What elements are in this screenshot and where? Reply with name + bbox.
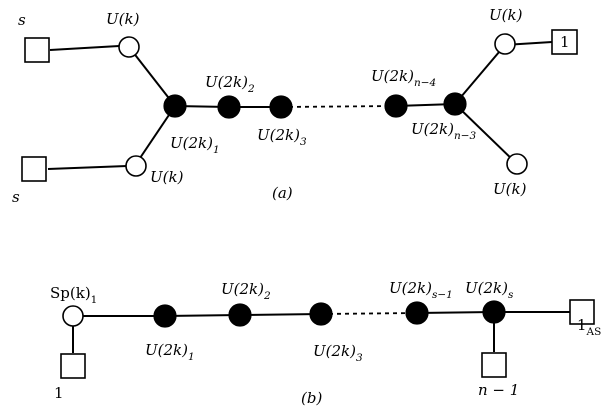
edge-dashed-a	[280, 105, 397, 108]
gauge-node-uk-top-right	[494, 33, 516, 55]
gauge-node-u2k-n3	[443, 92, 467, 116]
flavor-node-n-1	[481, 352, 507, 378]
flavor-node-1-left	[60, 353, 86, 379]
gauge-node-u2k-2	[217, 95, 241, 119]
label-flavor-s-top: s	[18, 11, 26, 29]
edge-dashed-b	[320, 312, 418, 315]
gauge-node-u2k-n4	[384, 94, 408, 118]
flavor-node-s-top	[24, 37, 50, 63]
gauge-node-uk-bottom-left	[125, 155, 147, 177]
gauge-node-b-u2k-s1	[405, 301, 429, 325]
caption-a: (a)	[272, 184, 293, 202]
label-flavor-1-right: 1	[560, 33, 570, 51]
flavor-node-s-bottom	[21, 156, 47, 182]
gauge-node-b-u2k-s	[482, 300, 506, 324]
label-uk-bottom-right: U(k)	[493, 180, 527, 198]
edge-b-s1-s	[416, 311, 495, 314]
edge-uk-bottom-right	[454, 103, 518, 165]
label-u2k-n4: U(2k)n−4	[371, 67, 436, 89]
label-flavor-n-1: n − 1	[478, 381, 519, 399]
label-b-u2k-3: U(2k)3	[313, 342, 363, 364]
edge-uk-bottom-left	[135, 105, 176, 165]
gauge-node-u2k-1	[163, 94, 187, 118]
gauge-node-b-u2k-1	[153, 304, 177, 328]
flavor-node-1as	[569, 299, 595, 325]
label-b-u2k-1: U(2k)1	[145, 341, 195, 363]
label-flavor-1as: 1AS	[577, 316, 601, 338]
label-uk-top-right: U(k)	[489, 6, 523, 24]
diagram-b: Sp(k)1 1 U(2k)1 U(2k)2 U(2k)3 U(2k)s−1 U…	[50, 279, 601, 407]
label-spk-1: Sp(k)1	[50, 284, 97, 306]
gauge-node-uk-bottom-right	[506, 153, 528, 175]
edge-flavor-s-top	[49, 45, 120, 51]
label-uk-bottom-left: U(k)	[150, 168, 184, 186]
label-b-u2k-s: U(2k)s	[465, 279, 514, 301]
edge-uk-top-left	[128, 46, 176, 107]
label-u2k-n3: U(2k)n−3	[411, 120, 477, 142]
label-flavor-1-left: 1	[54, 384, 64, 402]
gauge-node-u2k-3	[269, 95, 293, 119]
label-u2k-3: U(2k)3	[257, 126, 307, 148]
gauge-node-spk-1	[62, 305, 84, 327]
label-u2k-2: U(2k)2	[205, 73, 255, 95]
edge-flavor-s-bottom	[47, 165, 128, 170]
flavor-node-1-right	[551, 29, 578, 55]
label-uk-top-left: U(k)	[106, 10, 140, 28]
label-b-u2k-2: U(2k)2	[221, 280, 271, 302]
edge-b-2-3	[239, 313, 322, 316]
label-flavor-s-bottom: s	[12, 188, 20, 206]
diagram-a: s s 1 U(k) U(k) U(k) U(k) U(2k)1 U(2k)2 …	[12, 6, 578, 206]
label-u2k-1: U(2k)1	[170, 134, 220, 156]
label-b-u2k-s1: U(2k)s−1	[389, 279, 453, 301]
caption-b: (b)	[301, 389, 322, 407]
gauge-node-uk-top-left	[118, 36, 140, 58]
gauge-node-b-u2k-2	[228, 303, 252, 327]
edge-uk-top-right	[454, 44, 506, 105]
edge-b-1-2	[164, 314, 241, 317]
gauge-node-b-u2k-3	[309, 302, 333, 326]
